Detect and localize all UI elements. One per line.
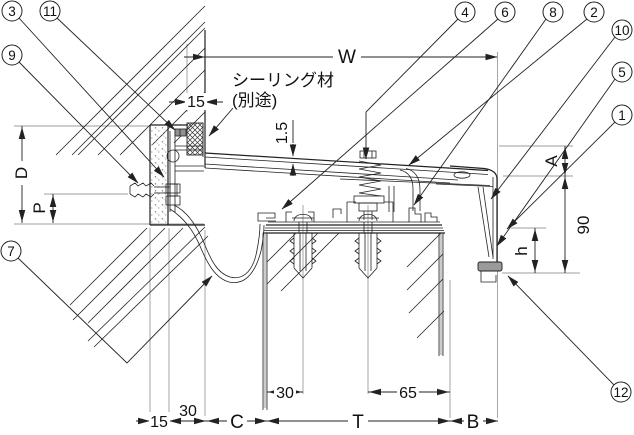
dim-base-30: 30 (179, 403, 197, 420)
svg-text:9: 9 (8, 48, 16, 63)
spring-bolt (353, 150, 385, 220)
balloon-11: 11 (39, 0, 61, 22)
balloon-7: 7 (0, 240, 22, 262)
wall-section (149, 30, 206, 226)
dim-c: C (230, 412, 244, 433)
dim-90: 90 (574, 216, 593, 235)
part-balloons: 3 11 9 7 4 6 8 2 (0, 0, 633, 403)
dim-b: B (467, 412, 480, 433)
balloon-6: 6 (494, 1, 516, 23)
balloon-2: 2 (583, 1, 605, 23)
svg-text:7: 7 (7, 244, 15, 259)
clip-roll (166, 149, 180, 163)
sealant-note-line2: (別途) (232, 91, 277, 110)
svg-text:8: 8 (549, 5, 557, 20)
extension-lines (14, 44, 580, 418)
slab (257, 201, 445, 410)
dim-base-15: 15 (150, 414, 168, 431)
clip-right (408, 207, 422, 222)
balloon-8: 8 (542, 1, 564, 23)
balloon-10: 10 (611, 19, 633, 41)
svg-text:6: 6 (501, 5, 509, 20)
dim-sheet-thickness: 1.5 (274, 122, 291, 144)
dim-d: D (12, 167, 31, 179)
dim-anchor-30: 30 (276, 385, 294, 402)
dim-anchor-65: 65 (399, 385, 417, 402)
dim-wall-gap: 15 (187, 94, 205, 111)
end-hook (480, 271, 497, 283)
balloon-12: 12 (610, 381, 632, 403)
lower-break-hatch (69, 226, 209, 348)
balloon-5: 5 (611, 61, 633, 83)
svg-text:3: 3 (8, 4, 16, 19)
svg-text:5: 5 (618, 65, 626, 80)
svg-text:10: 10 (614, 23, 629, 38)
svg-text:2: 2 (590, 5, 598, 20)
balloon-4: 4 (454, 1, 476, 23)
concrete-wall (150, 125, 168, 225)
slab-hatch (266, 232, 445, 339)
dim-h: h (512, 246, 531, 255)
sealant-note: シーリング材 (別途) (208, 71, 334, 137)
anchor-plug-left (289, 213, 317, 279)
end-bolt (477, 261, 503, 272)
anchor-plug-right (354, 213, 382, 279)
drain-hose (169, 204, 265, 283)
svg-text:4: 4 (461, 5, 469, 20)
slot-hole (453, 171, 471, 179)
edge-flashing (257, 212, 276, 222)
balloon-1: 1 (611, 104, 633, 126)
balloon-leaders (17, 17, 616, 386)
dim-w: W (338, 47, 356, 68)
balloon-9: 9 (1, 44, 23, 66)
dim-p: P (30, 202, 49, 213)
dim-a: A (542, 155, 561, 167)
brace (477, 186, 490, 258)
spring-coil (358, 160, 382, 197)
dimensions: W 15 1.5 D P A 90 h (12, 47, 593, 433)
balloon-3: 3 (1, 0, 23, 22)
fascia-assembly (388, 165, 503, 283)
dim-t: T (352, 412, 364, 433)
svg-text:12: 12 (613, 385, 628, 400)
bracket-bolt (174, 128, 187, 137)
sealant-note-line1: シーリング材 (232, 71, 334, 90)
svg-text:1: 1 (618, 108, 626, 123)
svg-text:11: 11 (43, 4, 57, 19)
